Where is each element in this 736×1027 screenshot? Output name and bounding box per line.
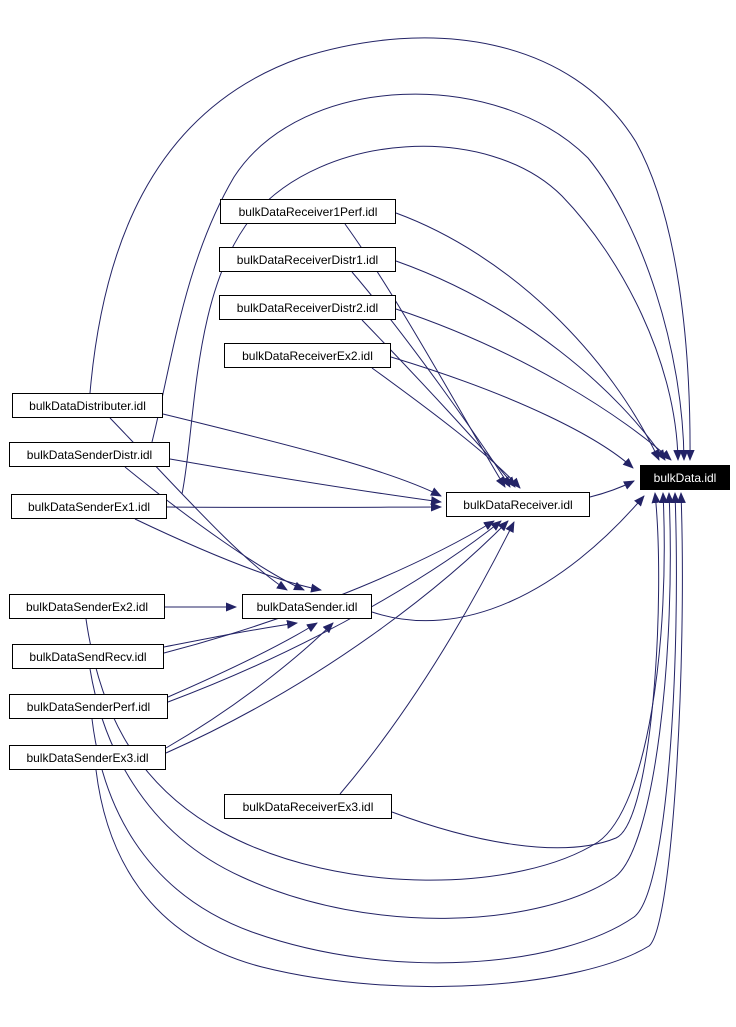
- edge-bulkDataReceiverEx2-to-bulkData: [390, 356, 634, 469]
- edge-bulkDataReceiverDistr2-to-bulkData: [395, 308, 672, 461]
- edge-bulkDataReceiverEx3-to-bulkData: [391, 492, 661, 849]
- node-bulkDataSender[interactable]: bulkDataSender.idl: [242, 594, 372, 619]
- edge-bulkDataSenderEx3-to-bulkDataReceiver: [165, 520, 509, 754]
- edge-bulkDataSenderEx3-to-bulkData: [95, 492, 686, 988]
- node-bulkDataSenderPerf[interactable]: bulkDataSenderPerf.idl: [9, 694, 168, 719]
- node-bulkDataReceiverEx2[interactable]: bulkDataReceiverEx2.idl: [224, 343, 391, 368]
- node-bulkDataReceiver1Perf[interactable]: bulkDataReceiver1Perf.idl: [220, 199, 396, 224]
- edge-bulkDataSenderDistr-to-bulkData: [151, 93, 689, 461]
- edge-bulkDataReceiverDistr1-to-bulkData: [395, 260, 666, 461]
- edge-bulkDataSenderEx1-to-bulkDataSender: [134, 518, 322, 593]
- edge-bulkDataReceiver-to-bulkData: [589, 480, 635, 498]
- edge-bulkDataSendRecv-to-bulkDataSender: [163, 620, 298, 648]
- node-bulkDataReceiverEx3[interactable]: bulkDataReceiverEx3.idl: [224, 794, 392, 819]
- edge-bulkDataSenderEx2-to-bulkData: [85, 492, 668, 881]
- edge-bulkDataSenderPerf-to-bulkData: [91, 492, 680, 964]
- edge-bulkDataSenderDistr-to-bulkDataReceiver: [169, 458, 442, 506]
- edge-bulkDataSender-to-bulkData: [371, 495, 645, 622]
- edge-bulkDataReceiverEx3-to-bulkDataReceiver: [339, 521, 515, 795]
- edge-bulkDataSenderPerf-to-bulkDataSender: [167, 622, 318, 698]
- edge-bulkDataReceiverDistr2-to-bulkDataReceiver: [361, 319, 516, 488]
- node-bulkDataSenderEx2[interactable]: bulkDataSenderEx2.idl: [9, 594, 165, 619]
- node-bulkDataReceiver[interactable]: bulkDataReceiver.idl: [446, 492, 590, 517]
- edge-bulkDataSendRecv-to-bulkDataReceiver: [163, 520, 495, 654]
- node-bulkDataSenderEx3[interactable]: bulkDataSenderEx3.idl: [9, 745, 166, 770]
- edge-bulkDataDistributer-to-bulkDataSender: [109, 417, 288, 591]
- edge-bulkDataDistributer-to-bulkData: [89, 37, 695, 461]
- edge-bulkDataSendRecv-to-bulkData: [89, 492, 674, 919]
- edge-bulkDataDistributer-to-bulkDataReceiver: [162, 413, 442, 497]
- edge-bulkDataReceiverEx2-to-bulkDataReceiver: [371, 367, 521, 489]
- edge-bulkDataSenderEx1-to-bulkData: [181, 145, 683, 495]
- node-bulkDataReceiverDistr1[interactable]: bulkDataReceiverDistr1.idl: [219, 247, 396, 272]
- node-bulkDataSendRecv[interactable]: bulkDataSendRecv.idl: [12, 644, 164, 669]
- edge-bulkDataSenderEx3-to-bulkDataSender: [165, 622, 334, 749]
- edge-bulkDataReceiver1Perf-to-bulkData: [395, 212, 660, 461]
- node-bulkDataDistributer[interactable]: bulkDataDistributer.idl: [12, 393, 163, 418]
- node-bulkDataSenderEx1[interactable]: bulkDataSenderEx1.idl: [11, 494, 167, 519]
- node-bulkDataSenderDistr[interactable]: bulkDataSenderDistr.idl: [9, 442, 170, 467]
- edge-bulkDataSenderDistr-to-bulkDataSender: [124, 466, 305, 591]
- node-bulkData[interactable]: bulkData.idl: [640, 465, 730, 490]
- node-bulkDataReceiverDistr2[interactable]: bulkDataReceiverDistr2.idl: [219, 295, 396, 320]
